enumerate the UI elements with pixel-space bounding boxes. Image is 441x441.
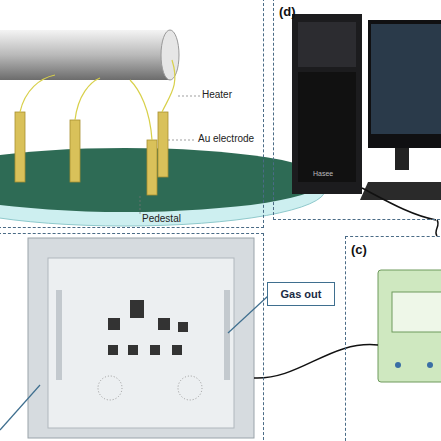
cable	[254, 345, 378, 379]
knob	[395, 362, 401, 368]
panel-box: (c)	[345, 236, 441, 441]
monitor-screen	[371, 24, 441, 134]
handle	[224, 290, 230, 380]
pc-front	[298, 22, 356, 67]
vent	[178, 376, 202, 400]
chamber-floor	[48, 258, 234, 428]
keyboard	[360, 182, 441, 200]
leader-line	[228, 296, 268, 333]
sensor-sockets	[108, 300, 188, 355]
panel-outline	[0, 233, 264, 441]
monitor-stand	[395, 148, 409, 170]
heater-tube	[0, 30, 170, 80]
part-label: Heater	[202, 89, 232, 100]
gold-wires	[20, 60, 175, 140]
cable-connector	[436, 220, 438, 236]
knob	[427, 362, 433, 368]
cable	[362, 188, 436, 220]
part-label: Au electrode	[198, 133, 254, 144]
chamber	[28, 238, 254, 438]
analyzer-screen	[392, 292, 441, 332]
monitor	[368, 20, 441, 148]
leader-line	[0, 385, 40, 430]
tube-end	[161, 30, 179, 80]
leader-lines	[140, 96, 200, 214]
brand-text: Hasee	[313, 170, 333, 177]
panel-label: (d)	[279, 4, 296, 19]
electrode-posts	[15, 112, 168, 195]
panel-outline	[0, 0, 264, 228]
vent	[98, 376, 122, 400]
part-label: Pedestal	[142, 213, 181, 224]
analyzer	[378, 270, 441, 382]
panel-label: (c)	[351, 242, 367, 257]
panel-box: (d)	[273, 0, 441, 220]
pc-panel	[298, 72, 356, 182]
pc-tower	[292, 14, 362, 194]
callout-box: Gas out	[267, 282, 335, 306]
handle	[56, 290, 62, 380]
callout-text: Gas out	[281, 288, 322, 300]
